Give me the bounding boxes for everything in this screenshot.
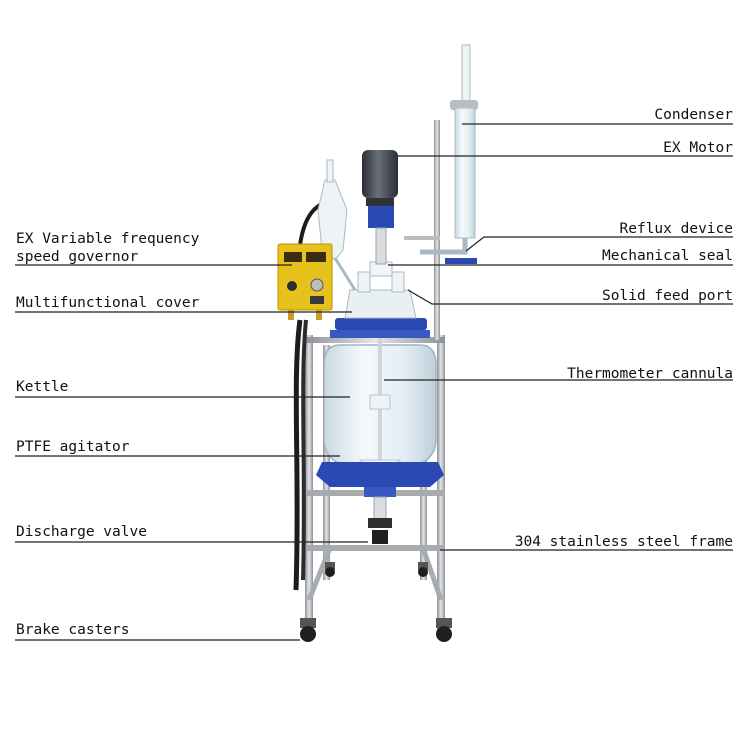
brake-casters-illustration <box>300 562 452 642</box>
label-thermometer-cannula: Thermometer cannula <box>567 366 733 382</box>
label-solid-feed-port: Solid feed port <box>602 288 733 304</box>
label-mechanical-seal: Mechanical seal <box>602 248 733 264</box>
label-kettle: Kettle <box>16 379 69 395</box>
label-ex-variable-frequency-line1: EX Variable frequency <box>16 231 200 247</box>
label-ex-variable-frequency-line2: speed governor <box>16 249 139 265</box>
label-brake-casters: Brake casters <box>16 622 130 638</box>
motor-illustration <box>362 150 398 265</box>
label-ex-variable-frequency: EX Variable frequency speed governor <box>16 230 199 266</box>
condenser-illustration <box>404 44 478 264</box>
label-ptfe-agitator: PTFE agitator <box>16 439 130 455</box>
cover-illustration <box>317 159 417 319</box>
leader-lines-right <box>384 123 733 551</box>
leader-lines-left <box>15 264 368 641</box>
flanges <box>316 318 444 497</box>
discharge-valve-illustration <box>368 496 392 544</box>
label-ex-motor: EX Motor <box>663 140 733 156</box>
label-discharge-valve: Discharge valve <box>16 524 147 540</box>
label-condenser: Condenser <box>654 107 733 123</box>
label-stainless-steel-frame: 304 stainless steel frame <box>514 534 733 550</box>
label-reflux-device: Reflux device <box>619 221 734 237</box>
control-box-illustration <box>277 243 333 320</box>
label-multifunctional-cover: Multifunctional cover <box>16 295 200 311</box>
